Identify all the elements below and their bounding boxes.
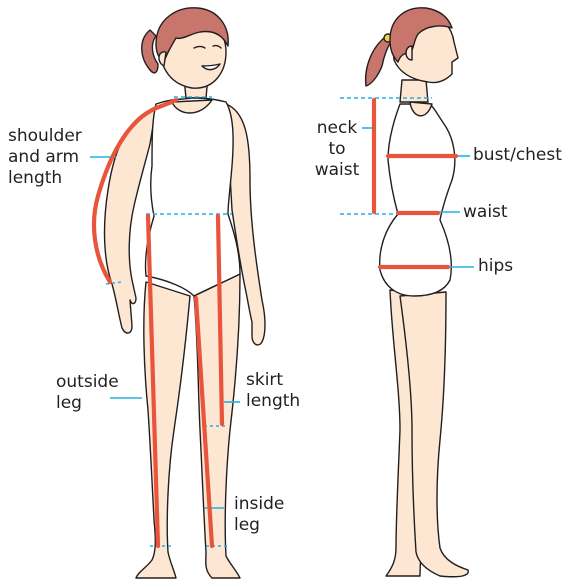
front-left-leg	[136, 282, 190, 578]
label-skirt-length: skirt length	[246, 370, 300, 412]
front-torso	[145, 98, 240, 296]
label-shoulder-arm-line-3: length	[8, 168, 82, 189]
label-hips: hips	[478, 256, 513, 277]
label-outside-leg-line-1: outside	[56, 372, 119, 393]
label-neck-to-waist-line-2: to	[312, 139, 362, 160]
label-inside-leg-line-1: inside	[234, 494, 284, 515]
front-ear	[159, 52, 166, 66]
label-shoulder-arm: shoulder and arm length	[8, 126, 82, 189]
front-ponytail	[142, 30, 158, 73]
label-waist: waist	[463, 202, 508, 223]
label-outside-leg-line-2: leg	[56, 393, 119, 414]
label-inside-leg-line-2: leg	[234, 515, 284, 536]
label-skirt-length-line-2: length	[246, 391, 300, 412]
label-neck-to-waist-line-1: neck	[312, 118, 362, 139]
side-ponytail	[366, 38, 392, 86]
label-outside-leg: outside leg	[56, 372, 119, 414]
label-inside-leg: inside leg	[234, 494, 284, 536]
label-skirt-length-line-1: skirt	[246, 370, 300, 391]
front-figure	[105, 8, 265, 578]
label-shoulder-arm-line-1: shoulder	[8, 126, 82, 147]
side-figure	[366, 8, 469, 577]
label-shoulder-arm-line-2: and arm	[8, 147, 82, 168]
side-ear	[406, 46, 412, 60]
label-neck-to-waist: neck to waist	[312, 118, 362, 181]
label-bust-chest: bust/chest	[473, 145, 562, 166]
label-neck-to-waist-line-3: waist	[312, 160, 362, 181]
